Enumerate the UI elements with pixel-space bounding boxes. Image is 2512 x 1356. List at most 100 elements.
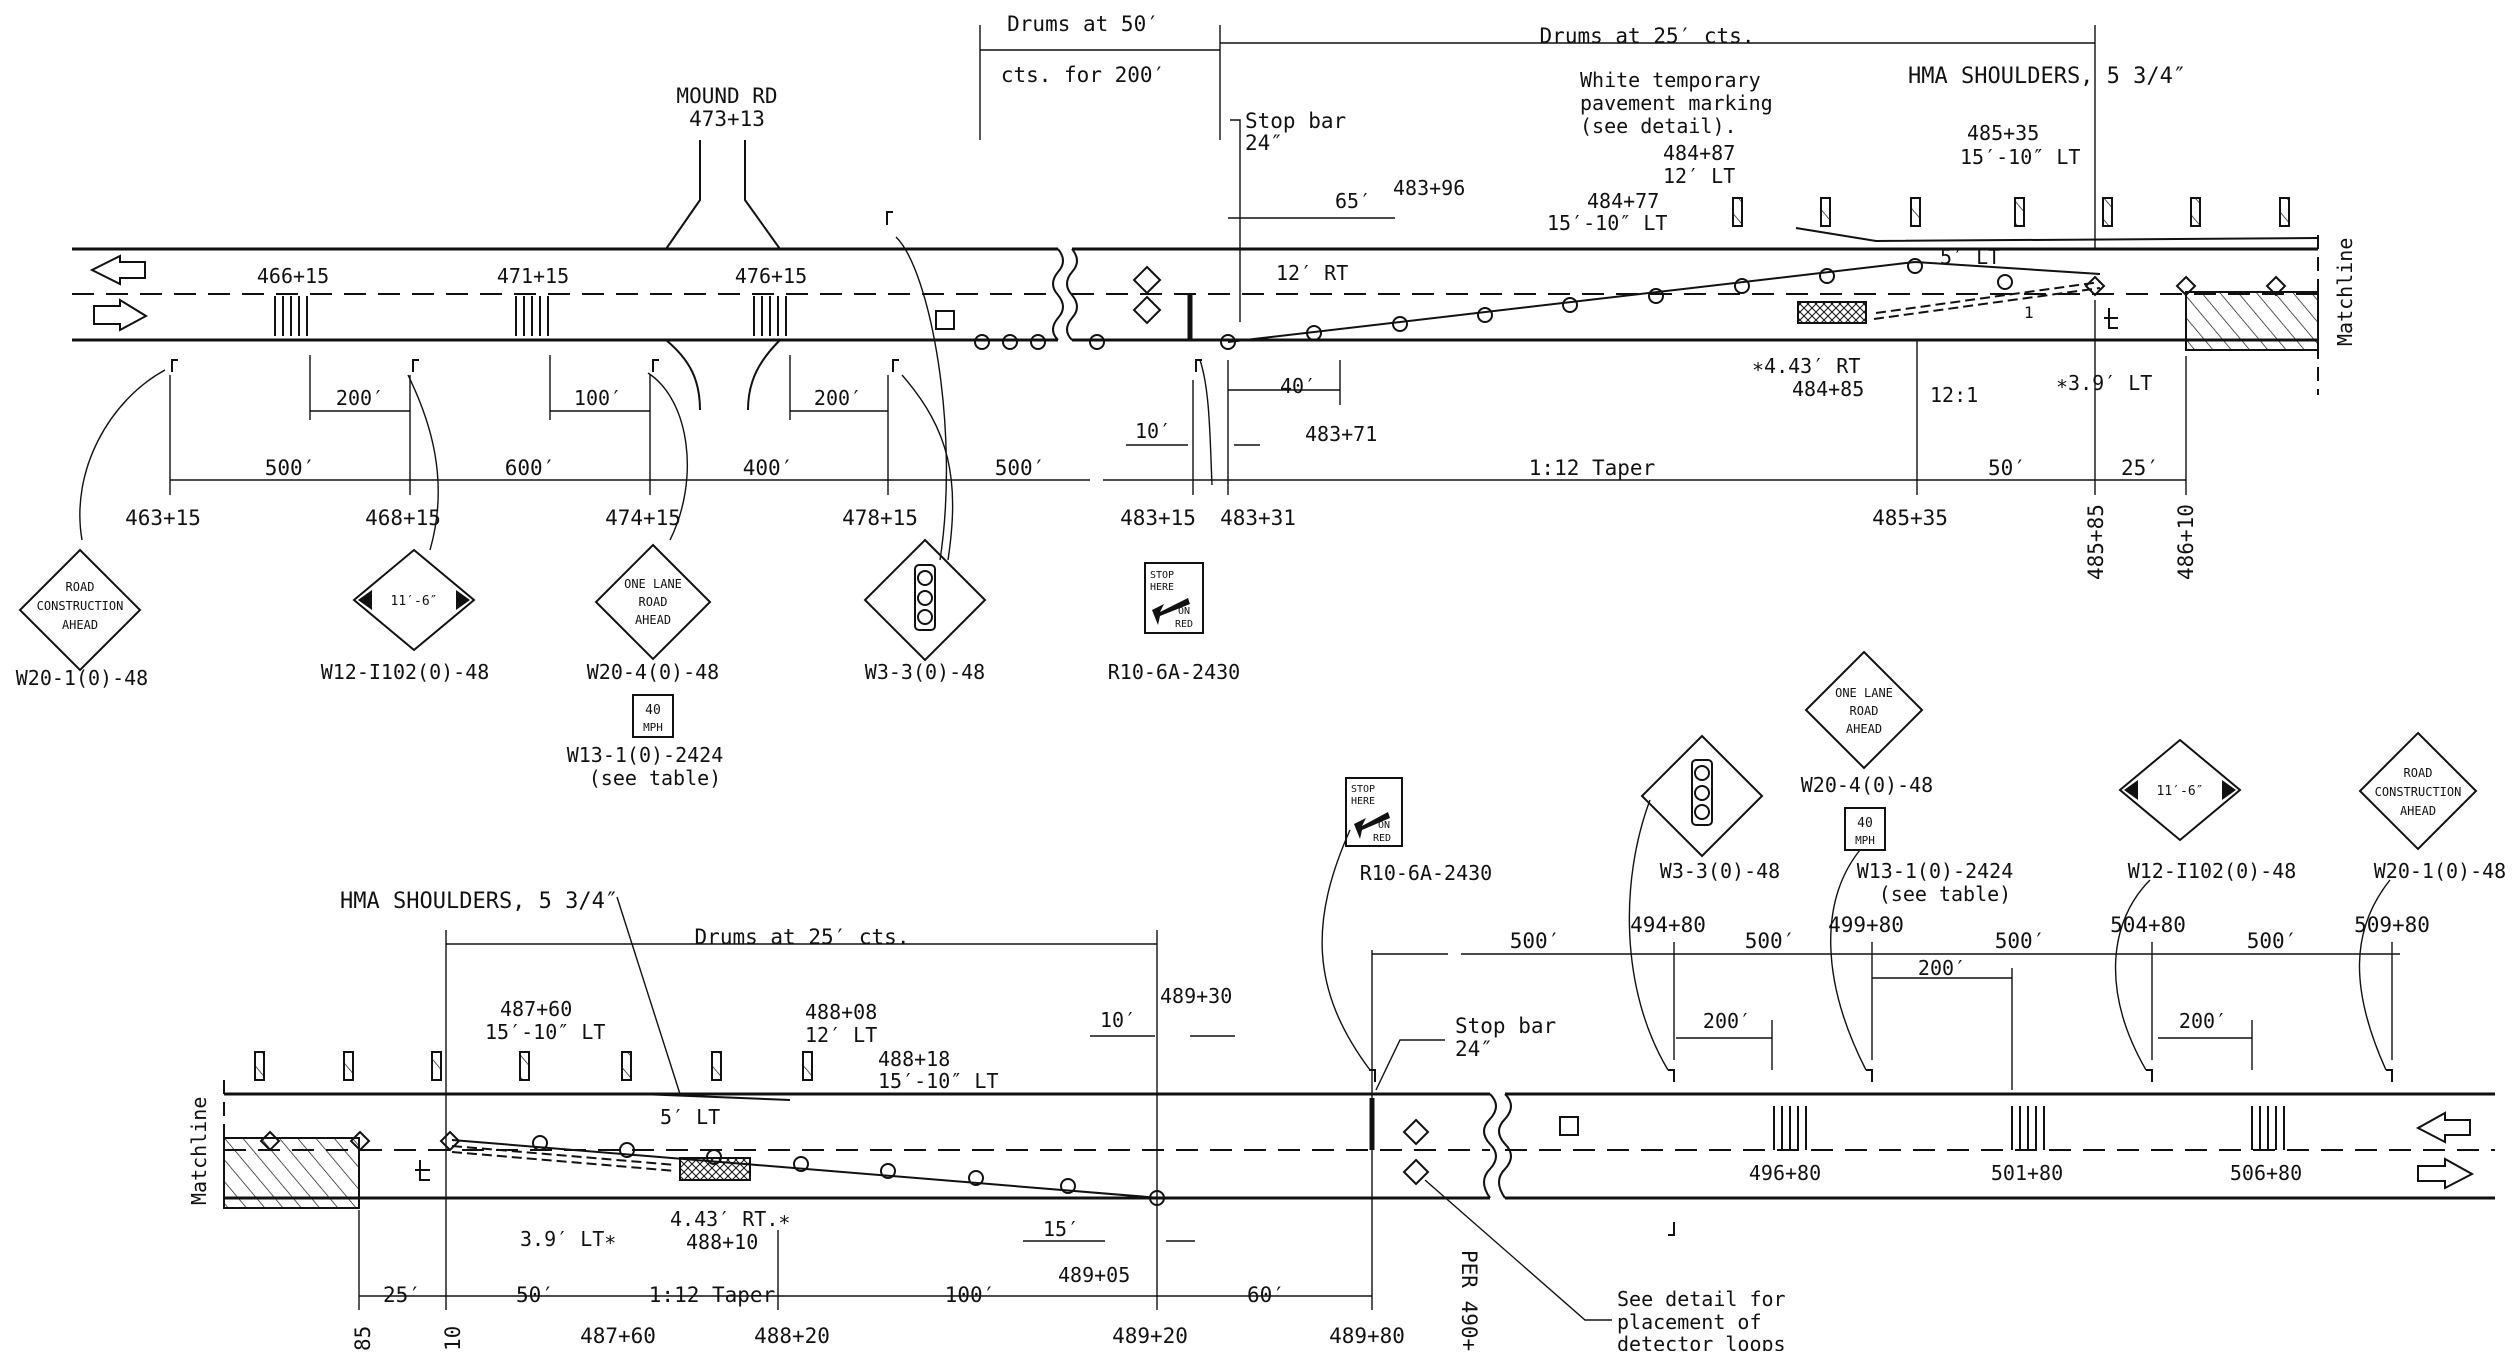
sub-dim-200-b: 200′ — [814, 386, 862, 410]
sign-one-lane-road-ahead-bottom: ONE LANE ROAD AHEAD — [1804, 650, 1924, 770]
sign-stop-here-on-red: STOP HERE ON RED — [1144, 562, 1204, 634]
eastbound-arrow — [2417, 1157, 2475, 1190]
shoulder-drum — [621, 1051, 632, 1081]
sub-dim-100: 100′ — [574, 386, 622, 410]
see-detail-1: See detail for — [1617, 1287, 1786, 1311]
bottom-detector-loops — [1773, 1106, 2285, 1150]
dim-25-bottom: 25′ — [383, 1283, 421, 1307]
station-489-80: 489+80 — [1329, 1324, 1405, 1348]
drum — [1819, 268, 1835, 284]
shoulder-drum — [254, 1051, 265, 1081]
sign-code-w20-4-bottom: W20-4(0)-48 — [1801, 773, 1933, 797]
sign-code-w12: W12-I102(0)-48 — [321, 660, 490, 684]
bottom-dimension-lines — [358, 930, 2400, 1310]
dim-500-d: 500′ — [1745, 929, 1796, 953]
dim-10: 10′ — [1135, 419, 1171, 443]
loop-station-476-15: 476+15 — [735, 264, 807, 288]
station-485-85: 485+85 — [2084, 504, 2108, 580]
sign-road-construction-ahead-bottom: ROAD CONSTRUCTION AHEAD — [2358, 731, 2478, 851]
station-489-20: 489+20 — [1112, 1324, 1188, 1348]
shoulder-drum — [431, 1051, 442, 1081]
shoulder-drum — [711, 1051, 722, 1081]
dim-60-bottom: 60′ — [1247, 1283, 1285, 1307]
per-note: PER 490+ — [1457, 1250, 1481, 1351]
sign-code-w12-bottom: W12-I102(0)-48 — [2128, 859, 2297, 883]
sign-text: 40 — [1857, 816, 1873, 831]
hma-shoulders-label-bottom: HMA SHOULDERS, 5 3/4″ — [340, 889, 618, 914]
sign-text: AHEAD — [62, 618, 98, 632]
sign-text: RED — [1373, 833, 1391, 844]
sign-text: MPH — [1855, 834, 1875, 847]
dim-400: 400′ — [743, 456, 794, 480]
offset-5-lt-bottom: 5′ LT — [660, 1105, 720, 1129]
station-483-31: 483+31 — [1220, 506, 1296, 530]
station-499-80: 499+80 — [1828, 913, 1904, 937]
sign-text: CONSTRUCTION — [2375, 785, 2462, 799]
station-463-15: 463+15 — [125, 506, 201, 530]
bottom-drums — [532, 1135, 1165, 1206]
sign-code-w13-note-bottom: (see table) — [1879, 882, 2011, 906]
drum — [1089, 334, 1105, 350]
shoulder-drum — [2014, 197, 2025, 227]
bottom-shoulder-drums — [254, 1051, 813, 1081]
station-489-05: 489+05 — [1058, 1263, 1130, 1287]
station-487-60: 487+60 — [580, 1324, 656, 1348]
loop-station-471-15: 471+15 — [497, 264, 569, 288]
sign-text: STOP — [1150, 570, 1174, 581]
drum — [1562, 297, 1578, 313]
top-direction-arrows — [89, 254, 149, 332]
bottom-road-edges — [223, 1080, 2495, 1210]
sign-text: ONE LANE — [624, 577, 682, 591]
station-483-15: 483+15 — [1120, 506, 1196, 530]
top-detector-loops — [274, 296, 787, 336]
sign-text: MPH — [643, 721, 663, 734]
drum — [793, 1156, 809, 1172]
top-lane-markers — [935, 265, 2287, 330]
bottom-plan: HMA SHOULDERS, 5 3/4″ Drums at 25′ cts. … — [187, 650, 2506, 1356]
matchline-top: Matchline — [2333, 238, 2357, 346]
sign-text: HERE — [1150, 582, 1174, 593]
bottom-direction-arrows — [2415, 1111, 2475, 1190]
dim-50: 50′ — [1988, 456, 2026, 480]
sign-text: ON — [1178, 606, 1190, 617]
loop-station-506-80: 506+80 — [2230, 1161, 2302, 1185]
sign-code-w20-4: W20-4(0)-48 — [587, 660, 719, 684]
road-name: MOUND RD — [676, 84, 777, 108]
top-shoulder-drums — [1732, 197, 2290, 227]
callout-487-60: 487+60 — [500, 997, 572, 1021]
top-dimension-lines — [169, 25, 2187, 495]
sign-code-r10-bottom: R10-6A-2430 — [1360, 861, 1492, 885]
dim-500-f: 500′ — [2247, 929, 2298, 953]
station-483-71: 483+71 — [1305, 422, 1377, 446]
top-plan: MOUND RD 473+13 Drums at 50′ cts. for 20… — [16, 12, 2357, 790]
sign-code-w13-bottom: W13-1(0)-2424 — [1857, 859, 2014, 883]
drum — [1220, 334, 1236, 350]
drum — [1997, 274, 2013, 290]
loop-station-496-80: 496+80 — [1749, 1161, 1821, 1185]
station-483-96: 483+96 — [1393, 176, 1465, 200]
drum — [619, 1142, 635, 1158]
stop-bar-width-bottom: 24″ — [1455, 1037, 1493, 1061]
sign-text: STOP — [1351, 784, 1375, 795]
sub-dim-200-c: 200′ — [1703, 1009, 1751, 1033]
sign-text: CONSTRUCTION — [37, 599, 124, 613]
station-494-80: 494+80 — [1630, 913, 1706, 937]
callout-484-77: 484+77 — [1587, 189, 1659, 213]
sign-code-w13-note: (see table) — [589, 766, 721, 790]
drums-50-label-2: cts. for 200′ — [1001, 63, 1165, 87]
offset-3-9-lt-bottom: 3.9′ LT∗ — [520, 1227, 616, 1251]
shoulder-drum — [2279, 197, 2290, 227]
sign-text: 11′-6″ — [2157, 784, 2204, 799]
sign-text: AHEAD — [1846, 722, 1882, 736]
shoulder-drum — [1820, 197, 1831, 227]
dim-600: 600′ — [505, 456, 556, 480]
dim-40: 40′ — [1280, 374, 1316, 398]
offset-3-9-lt: ∗3.9′ LT — [2056, 371, 2152, 395]
drum — [1392, 316, 1408, 332]
dim-500-c: 500′ — [1510, 929, 1561, 953]
sign-code-w20-1-bottom: W20-1(0)-48 — [2374, 859, 2506, 883]
drum — [1030, 334, 1046, 350]
offset-4-43-rt: ∗4.43′ RT — [1752, 354, 1860, 378]
top-sign-posts — [171, 211, 1202, 372]
